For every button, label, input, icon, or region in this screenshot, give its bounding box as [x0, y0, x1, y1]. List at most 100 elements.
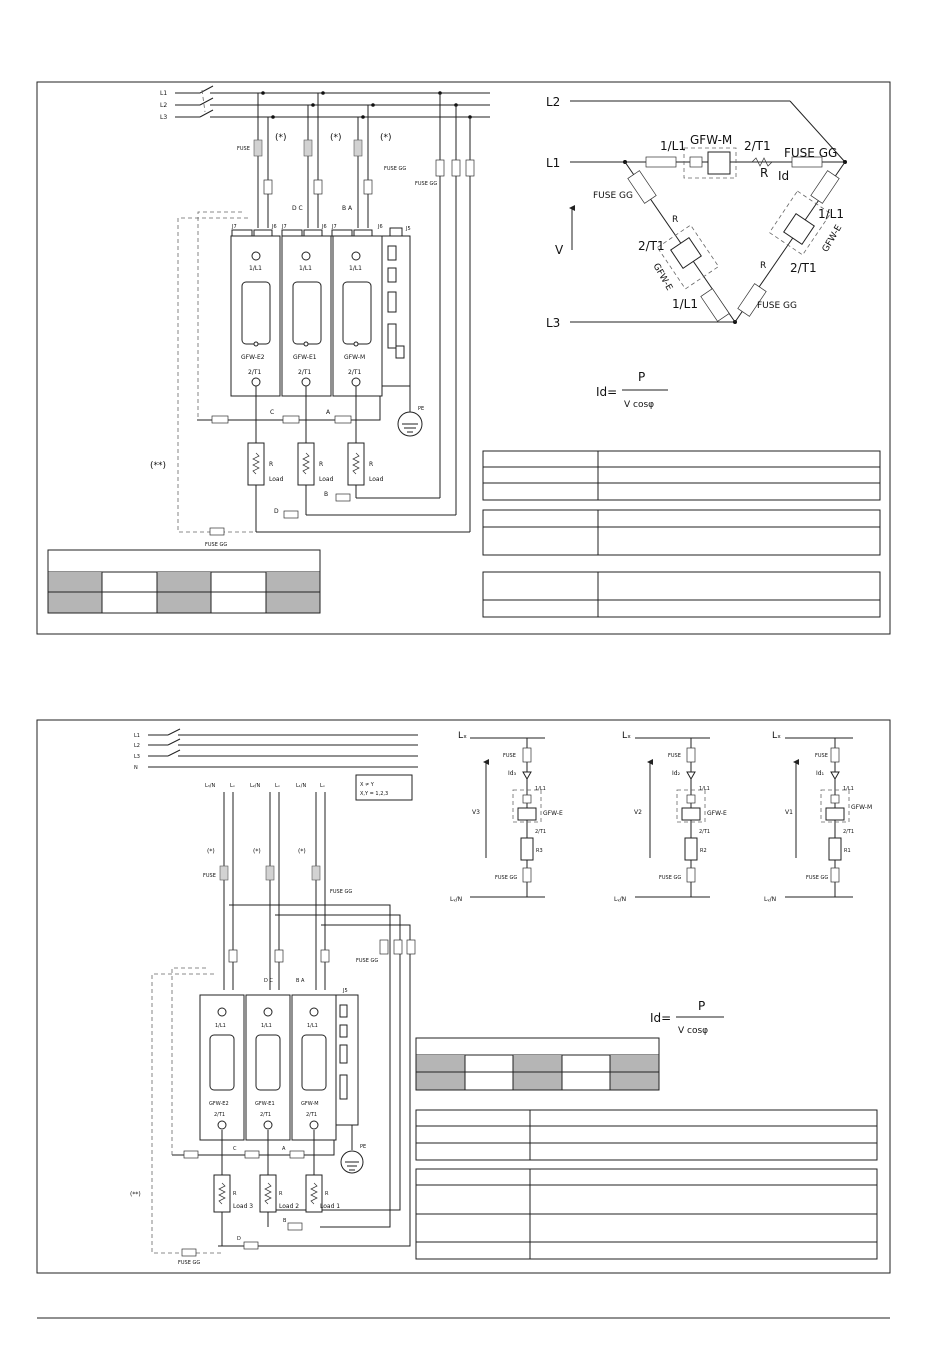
delta-gfw-e: GFW-E: [821, 223, 845, 254]
load2-label-b: Load 2: [279, 1203, 299, 1210]
star1-module: GFW-E: [543, 810, 563, 817]
supply2-f: Lₓ: [320, 783, 325, 789]
delta-in-right: 1/L1: [818, 207, 844, 221]
supply2-e: L₁/N: [296, 783, 306, 789]
star3-v: V1: [785, 809, 793, 816]
wire-letter-c-1: C: [270, 409, 274, 416]
fuse-drops-1: [253, 93, 475, 532]
star3-id: Id₁: [816, 770, 825, 777]
star-branch-v2: [635, 737, 710, 898]
delta-r-left: R: [672, 215, 678, 225]
wire-letter-a-2: A: [282, 1146, 286, 1152]
delta-r-top: R: [760, 166, 768, 180]
wire-letter-d-2: D: [237, 1236, 241, 1242]
loads-panel-2: [213, 1174, 323, 1213]
fuse-gg-label-1a: FUSE GG: [384, 166, 406, 172]
module2-e2-out: 2/T1: [214, 1112, 225, 1118]
star2-fuse-gg: FUSE GG: [659, 875, 681, 881]
delta-fuse-gg-top: FUSE GG: [784, 146, 837, 160]
star3-module: GFW-M: [851, 804, 872, 811]
delta-in-left: 1/L1: [672, 297, 698, 311]
fuse-gg-label-1b: FUSE GG: [415, 181, 437, 187]
load2-r-a: R: [233, 1191, 237, 1197]
connector-j5: J5: [405, 226, 411, 232]
load2-label-a: Load 3: [233, 1203, 253, 1210]
table-2-right: [415, 1109, 878, 1260]
load-r-1b: R: [319, 461, 323, 468]
note-star-1c: (*): [380, 133, 392, 143]
formula-2-den: V cosφ: [678, 1026, 708, 1036]
xy-note-2: X,Y = 1,2,3: [360, 791, 388, 797]
load-1-m: [347, 442, 365, 486]
supply2-b: Lₓ: [230, 783, 235, 789]
load2-r-b: R: [279, 1191, 283, 1197]
delta-in-top: 1/L1: [660, 139, 686, 153]
star1-out: 2/T1: [535, 829, 546, 835]
star2-bottom: Lᵧ/N: [614, 896, 626, 903]
wire-letter-c-2: C: [233, 1146, 237, 1152]
connector2-ba: B A: [296, 978, 305, 984]
phase-label-l1: L1: [160, 90, 167, 97]
star3-r: R1: [844, 848, 851, 854]
delta-id: Id: [778, 169, 789, 183]
fuse-gg-label-2a: FUSE GG: [330, 889, 352, 895]
supply2-d: Lₓ: [275, 783, 280, 789]
phase-bus-2: [148, 728, 418, 768]
load-label-1b: Load: [319, 476, 334, 483]
star1-fuse: FUSE: [503, 753, 516, 759]
star3-fuse-gg: FUSE GG: [806, 875, 828, 881]
star3-in: 1/L1: [843, 786, 854, 792]
output-wiring-1: [177, 211, 470, 536]
modules-panel-2: [199, 994, 359, 1141]
module-gfw-e2: [230, 235, 281, 397]
formula-1-num: P: [638, 370, 645, 384]
star1-bottom: Lᵧ/N: [450, 896, 462, 903]
phase2-l1: L1: [134, 733, 140, 739]
wire-letter-d-1: D: [274, 508, 279, 515]
connector-j6-a: J6: [271, 224, 277, 230]
module2-m-out: 2/T1: [306, 1112, 317, 1118]
delta-out-left: 2/T1: [638, 239, 665, 253]
module-m-out: 2/T1: [348, 369, 362, 376]
module2-e2-name: GFW-E2: [209, 1101, 229, 1107]
delta-diagram: [569, 100, 847, 324]
table-2-small: [415, 1037, 660, 1091]
delta-fuse-gg-bottom: FUSE GG: [757, 301, 797, 311]
load2-label-c: Load 1: [320, 1203, 340, 1210]
module-e2-out: 2/T1: [248, 369, 262, 376]
fuse-label-2: FUSE: [203, 873, 216, 879]
load-1-e1: [297, 442, 315, 486]
star1-in: 1/L1: [535, 786, 546, 792]
note-double-star-2: (**): [130, 1191, 141, 1198]
module-m-name: GFW-M: [344, 354, 365, 361]
connector-dc: D C: [292, 205, 303, 212]
xy-note-1: X ≠ Y: [360, 782, 375, 788]
star2-module: GFW-E: [707, 810, 727, 817]
formula-1-den: V cosφ: [624, 400, 654, 410]
fuse-gg-label-1c: FUSE GG: [205, 542, 227, 548]
module2-m-name: GFW-M: [301, 1101, 319, 1107]
star-branch-v1: [785, 737, 853, 898]
star2-in: 1/L1: [699, 786, 710, 792]
star3-top: Lₓ: [772, 731, 781, 741]
module-gfw-m: [332, 235, 411, 397]
phase2-l2: L2: [134, 743, 140, 749]
connector-j6-b: J6: [321, 224, 327, 230]
module-e1-out: 2/T1: [298, 369, 312, 376]
star3-bottom: Lᵧ/N: [764, 896, 776, 903]
load-1-e2: [247, 442, 265, 486]
wire-letter-b-1: B: [324, 491, 328, 498]
delta-out-right: 2/T1: [790, 261, 817, 275]
note-star-1b: (*): [330, 133, 342, 143]
formula-1-lhs: Id=: [596, 385, 617, 399]
delta-fuse-gg-left: FUSE GG: [593, 191, 633, 201]
module-e2-name: GFW-E2: [241, 354, 265, 361]
module-e1-in: 1/L1: [299, 265, 312, 272]
connector2-j5: J5: [342, 988, 348, 994]
phase-label-l3: L3: [160, 114, 167, 121]
pe-ground-symbol: [382, 385, 423, 437]
star1-fuse-gg: FUSE GG: [495, 875, 517, 881]
star2-top: Lₓ: [622, 731, 631, 741]
fuse-label-1: FUSE: [237, 146, 250, 152]
